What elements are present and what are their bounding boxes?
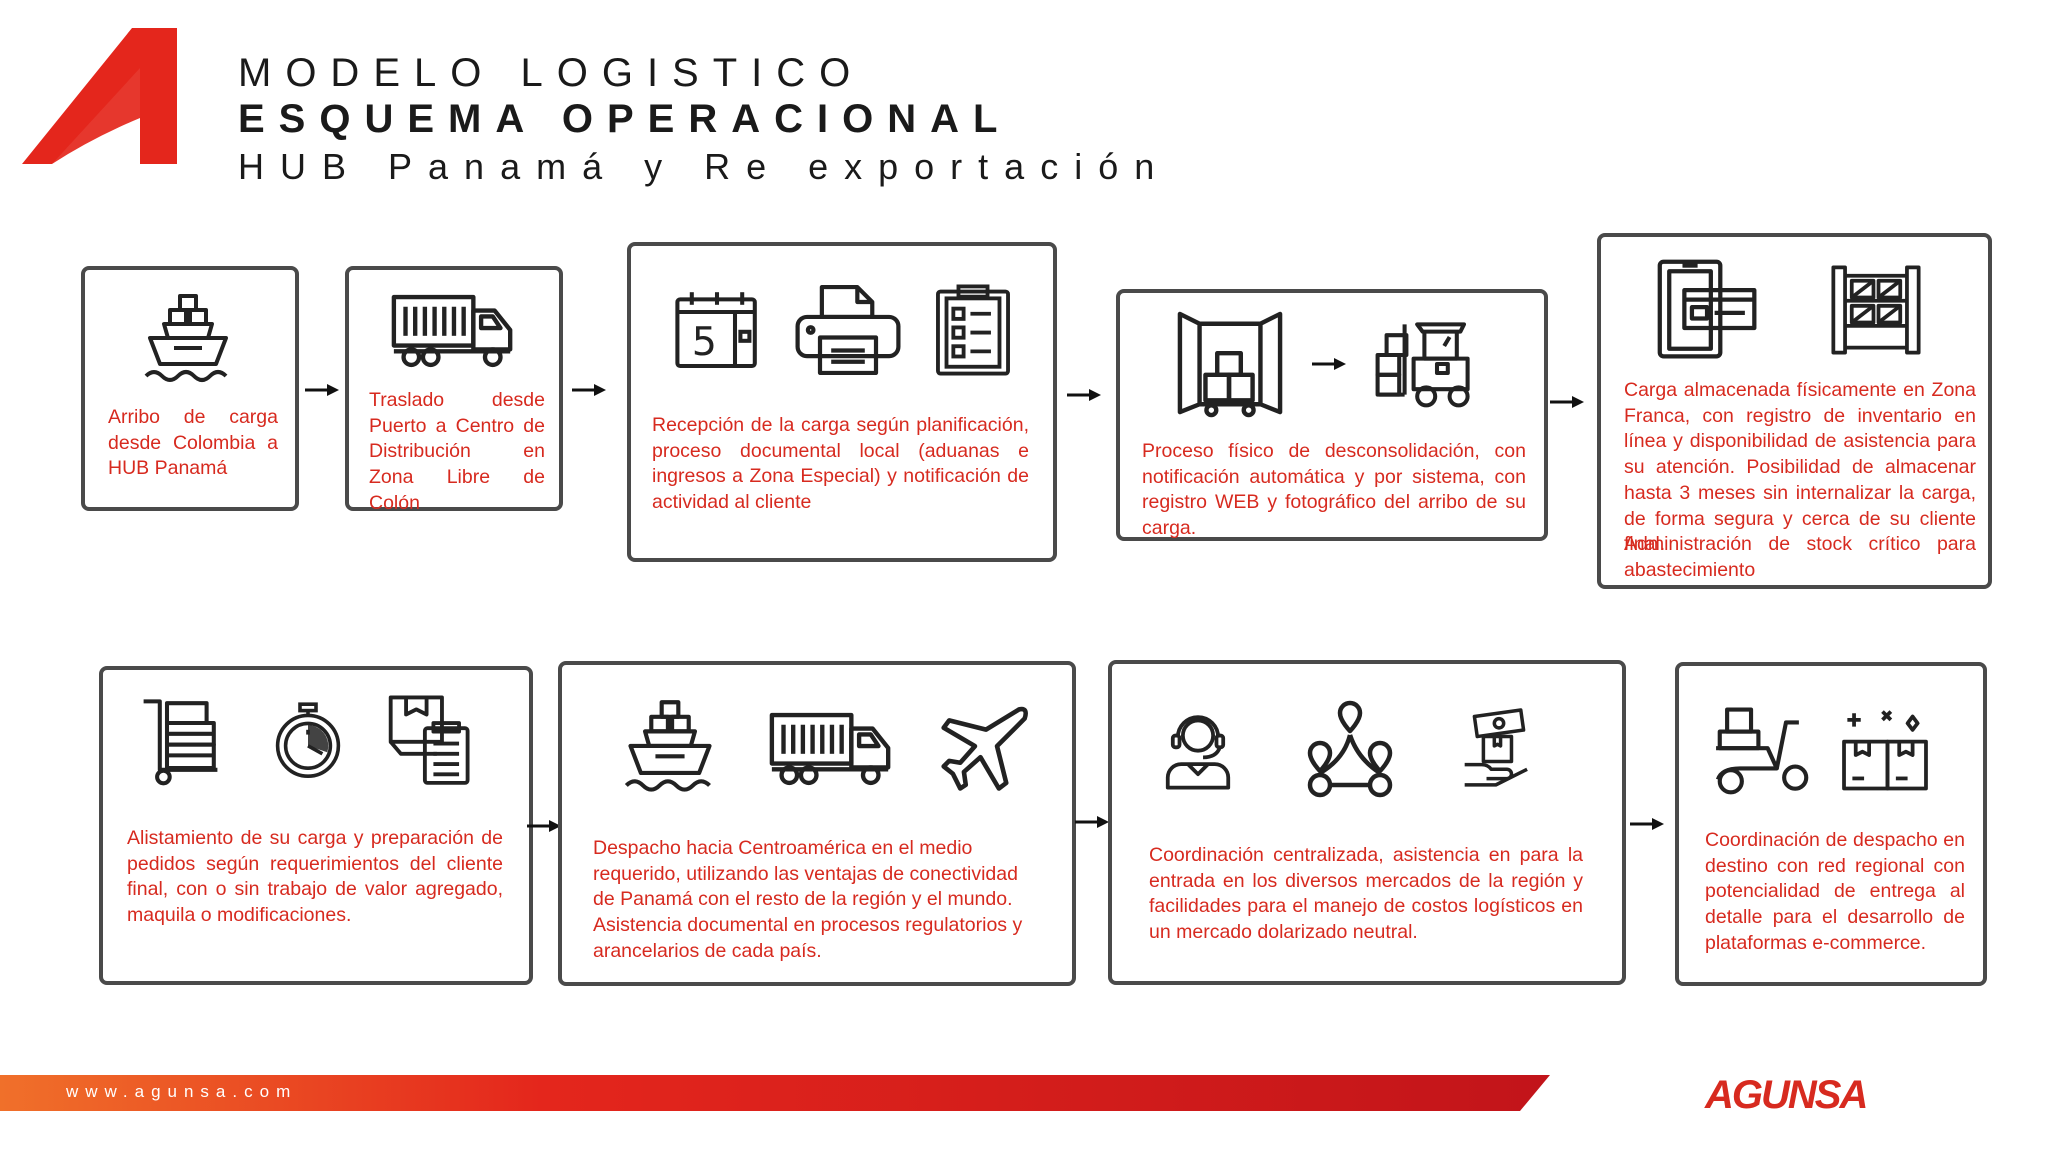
step-5-text: Carga almacenada físicamente en Zona Fra… — [1624, 379, 1976, 556]
cargo-ship-icon — [618, 694, 722, 802]
arrow-icon — [1550, 395, 1584, 409]
step-box-8 — [1108, 660, 1626, 985]
arrow-icon — [1067, 388, 1101, 402]
step-3-icons — [672, 280, 1012, 380]
step-7-text: Despacho hacia Centroamérica en el medio… — [593, 837, 1018, 911]
agunsa-brand-logo: AGUNSA — [1705, 1073, 1868, 1117]
step-9-icons — [1711, 704, 1931, 796]
step-box-4 — [1116, 289, 1548, 541]
location-network-icon — [1300, 696, 1400, 802]
step-4-icons — [1176, 308, 1482, 420]
printer-icon — [792, 280, 904, 380]
step-1-text: Arribo de carga desde Colombia a HUB Pan… — [108, 406, 278, 480]
step-7-icons — [618, 694, 1032, 802]
title-line-1: MODELO LOGISTICO — [238, 51, 865, 95]
title-line-2: ESQUEMA OPERACIONAL — [238, 97, 1012, 141]
arrow-icon — [305, 383, 339, 397]
forklift-icon — [1374, 314, 1482, 414]
page-title: MODELO LOGISTICO ESQUEMA OPERACIONAL HUB… — [238, 50, 1170, 192]
footer-url[interactable]: www.agunsa.com — [66, 1082, 298, 1101]
step-9-text: Coordinación de despacho en destino con … — [1705, 829, 1965, 954]
step-5-icons — [1656, 258, 1922, 362]
package-list-icon — [386, 694, 474, 788]
arrow-icon — [527, 819, 561, 833]
arrow-icon — [1630, 817, 1664, 831]
support-agent-icon — [1156, 704, 1240, 794]
step-1-icons — [138, 288, 238, 392]
step-2-text: Traslado desde Puerto a Centro de Distri… — [369, 389, 545, 514]
step-box-1 — [81, 266, 299, 511]
calendar-icon — [672, 285, 762, 375]
hand-truck-icon — [140, 696, 230, 786]
step-8-icons — [1156, 696, 1538, 802]
airplane-icon — [940, 702, 1032, 794]
step-6-icons — [140, 694, 474, 788]
container-truck-icon — [390, 290, 516, 370]
tablet-card-icon — [1656, 258, 1760, 362]
arrow-icon — [1312, 357, 1346, 371]
ecommerce-packages-icon — [1839, 708, 1931, 792]
step-4-text: Proceso físico de desconsolidación, con … — [1142, 440, 1526, 540]
arrow-icon — [1075, 815, 1109, 829]
delivery-scooter-icon — [1711, 704, 1815, 796]
container-boxes-icon — [1176, 308, 1284, 420]
warehouse-rack-icon — [1830, 264, 1922, 356]
step-6-text: Alistamiento de su carga y preparación d… — [127, 827, 503, 927]
step-8-text: Coordinación centralizada, asistencia en… — [1149, 844, 1583, 944]
cargo-ship-icon — [138, 288, 238, 392]
step-7-text-2: Asistencia documental en procesos regula… — [593, 914, 1023, 962]
step-3-text: Recepción de la carga según planificació… — [652, 414, 1029, 514]
footer-bar — [0, 1075, 1550, 1111]
step-box-6 — [99, 666, 533, 985]
container-truck-icon — [768, 708, 894, 788]
step-2-icons — [390, 290, 516, 370]
hand-payment-icon — [1460, 704, 1538, 794]
step-box-5 — [1597, 233, 1992, 589]
agunsa-logo-icon — [22, 28, 177, 164]
stopwatch-icon — [268, 699, 348, 783]
arrow-icon — [572, 383, 606, 397]
step-5-text-2: Administración de stock crítico para aba… — [1624, 533, 1976, 581]
checklist-icon — [934, 283, 1012, 377]
title-line-3: HUB Panamá y Re exportación — [238, 146, 1171, 187]
